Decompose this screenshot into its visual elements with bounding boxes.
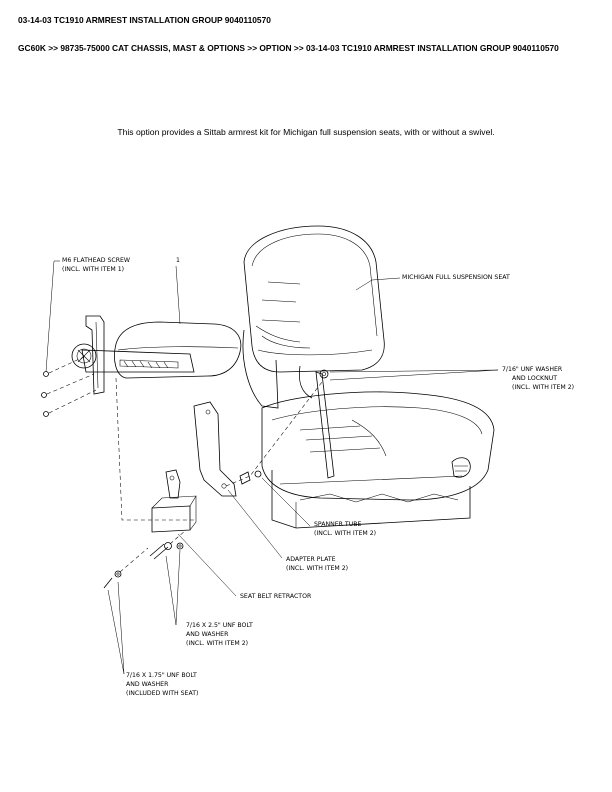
label-bolt-1-75-note: (INCLUDED WITH SEAT) [126,690,198,697]
adapter-plate [193,381,323,497]
label-m6-flathead-screw-note: (INCL. WITH ITEM 1) [62,266,124,273]
label-bolt-2-5: 7/16 X 2.5" UNF BOLT [186,622,253,629]
seat-drawing [242,225,495,529]
breadcrumb: GC60K >> 98735-75000 CAT CHASSIS, MAST &… [18,43,559,53]
bolt-1-75-in [103,547,149,589]
label-bolt-1-75-washer: AND WASHER [126,681,169,688]
label-spanner-tube-note: (INCL. WITH ITEM 2) [314,530,376,537]
label-spanner-tube: SPANNER TUBE [314,521,361,528]
label-locknut: AND LOCKNUT [512,375,557,382]
label-unf-washer: 7/16" UNF WASHER [502,366,563,373]
label-adapter-plate-note: (INCL. WITH ITEM 2) [286,565,348,572]
label-bolt-1-75: 7/16 X 1.75" UNF BOLT [126,672,197,679]
armrest-drawing [71,315,242,395]
m6-flathead-screws [41,355,194,521]
label-bolt-2-5-note: (INCL. WITH ITEM 2) [186,640,248,647]
label-bolt-2-5-washer: AND WASHER [186,631,229,638]
option-description: This option provides a Sittab armrest ki… [117,127,495,137]
seat-belt-retractor [151,469,197,533]
spanner-tube [239,470,262,485]
page-title: 03-14-03 TC1910 ARMREST INSTALLATION GRO… [18,15,271,25]
label-adapter-plate: ADAPTER PLATE [286,556,336,563]
callout-labels: 1 M6 FLATHEAD SCREW (INCL. WITH ITEM 1) … [62,257,574,697]
label-washer-note: (INCL. WITH ITEM 2) [512,384,574,391]
bolts-2-5-in [149,529,187,560]
label-michigan-seat: MICHIGAN FULL SUSPENSION SEAT [402,274,510,281]
leader-lines [45,260,499,675]
label-m6-flathead-screw: M6 FLATHEAD SCREW [62,257,130,264]
label-seat-belt-retractor: SEAT BELT RETRACTOR [240,593,312,600]
item-number-1: 1 [176,257,180,264]
